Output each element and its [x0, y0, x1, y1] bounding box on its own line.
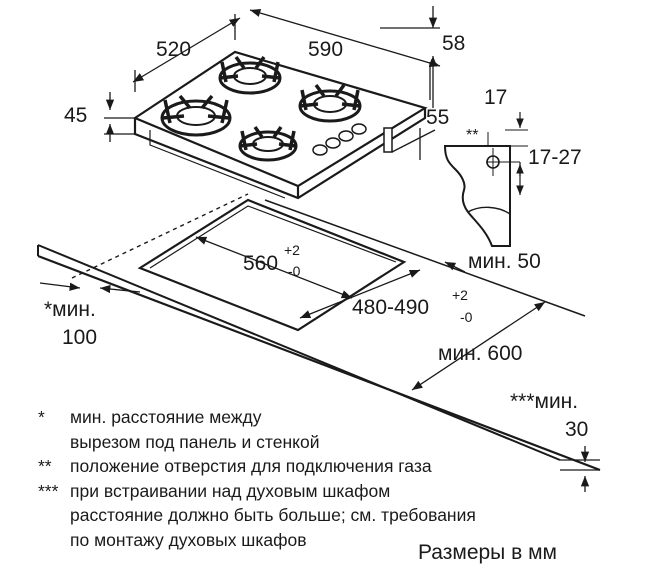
dim-min-30-label: ***мин. — [510, 390, 578, 413]
dim-cutout-length-tol-upper: +2 — [284, 242, 300, 258]
dim-right-offset: 55 — [426, 106, 449, 129]
footnotes: * мин. расстояние между вырезом под пане… — [38, 405, 598, 552]
dim-min-30-value: 30 — [565, 418, 588, 441]
dim-width: 520 — [156, 38, 191, 61]
footnote-mark: * — [38, 407, 45, 427]
footnote-text: по монтажу духовых шкафов — [70, 529, 307, 550]
footnote-text: положение отверстия для подключения газа — [70, 456, 432, 476]
burner-back-left — [218, 55, 282, 95]
footnote-3: *** при встраивании над духовым шкафом — [38, 479, 598, 504]
units-label: Размеры в мм — [418, 541, 557, 564]
footnote-3-cont2: по монтажу духовых шкафов — [38, 528, 598, 553]
burner-front-left — [160, 94, 232, 137]
footnote-mark: ** — [38, 456, 52, 476]
cutout-dimensions — [39, 236, 600, 492]
footnote-text: мин. расстояние между — [70, 407, 262, 427]
footnote-3-cont: расстояние должно быть больше; см. требо… — [38, 503, 598, 528]
dim-bracket-top: 17 — [484, 86, 507, 109]
dim-min-600: мин. 600 — [438, 342, 522, 365]
dim-min-100-value: 100 — [62, 326, 97, 349]
bracket-profile — [443, 145, 511, 247]
dim-cutout-width-tol-upper: +2 — [452, 287, 468, 303]
footnote-1: * мин. расстояние между — [38, 405, 598, 430]
footnote-2: ** положение отверстия для подключения г… — [38, 454, 598, 479]
control-knobs — [312, 123, 367, 156]
footnote-1-cont: вырезом под панель и стенкой — [38, 430, 598, 455]
footnote-text: при встраивании над духовым шкафом — [70, 480, 391, 501]
burner-front-right — [238, 125, 298, 162]
dim-length: 590 — [308, 38, 343, 61]
dim-bracket-range: 17-27 — [528, 146, 582, 169]
hob-dimensions — [104, 6, 441, 160]
dim-height: 45 — [64, 104, 87, 127]
dim-cutout-width-tol-lower: -0 — [460, 309, 473, 325]
gas-connector — [383, 127, 393, 153]
footnote-mark: *** — [38, 480, 59, 501]
dim-min-100-label: *мин. — [44, 298, 96, 321]
burner-back-right — [298, 83, 362, 123]
dim-depth-right: 58 — [442, 32, 465, 55]
dim-cutout-length: 560 — [243, 252, 278, 275]
dim-cutout-length-tol-lower: -0 — [288, 263, 301, 279]
bracket-detail — [443, 112, 528, 247]
dim-bracket-mark: ** — [466, 127, 478, 144]
footnote-text: вырезом под панель и стенкой — [70, 431, 320, 452]
countertop-back-edge — [37, 244, 561, 461]
dim-cutout-width: 480-490 — [352, 296, 429, 319]
dim-min-50: мин. 50 — [468, 250, 541, 273]
footnote-text: расстояние должно быть больше; см. требо… — [70, 505, 476, 525]
